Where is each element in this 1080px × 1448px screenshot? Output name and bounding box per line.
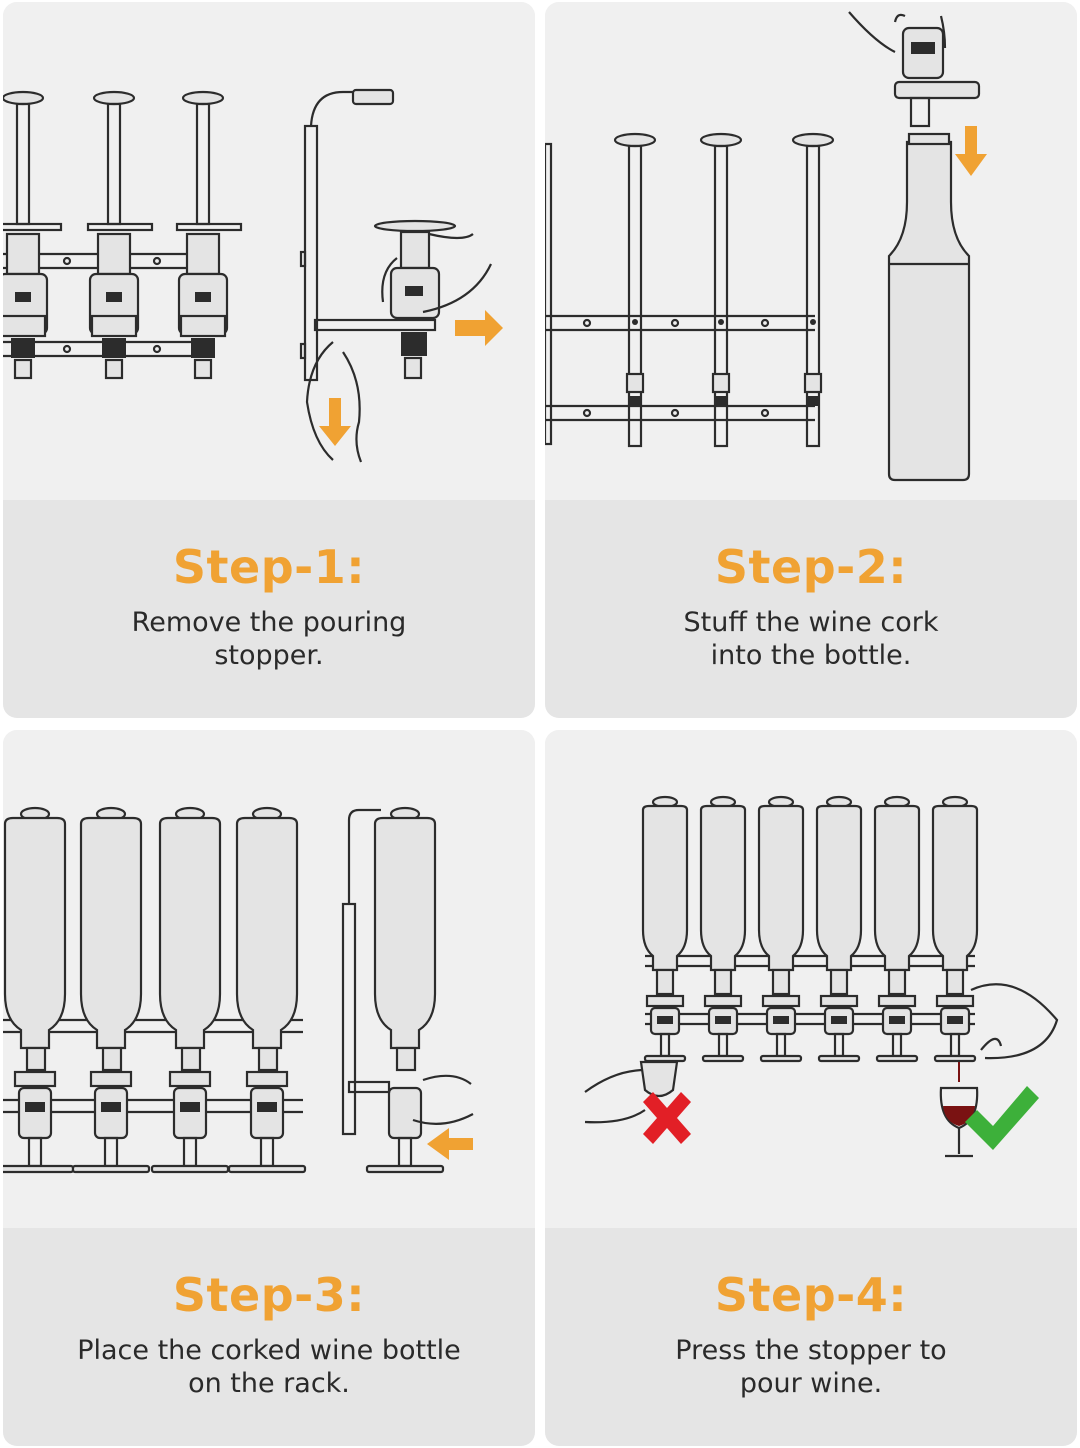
step-description: Stuff the wine cork into the bottle.: [585, 606, 1037, 672]
step-4-caption: Step-4: Press the stopper to pour wine.: [545, 1228, 1077, 1446]
step-description: Remove the pouring stopper.: [43, 606, 495, 672]
step-1-caption: Step-1: Remove the pouring stopper.: [3, 500, 535, 718]
orange-arrow-icon: [955, 126, 987, 176]
orange-arrow-icon: [455, 310, 503, 346]
rack-stopper-removal-drawing: [3, 2, 535, 500]
step-1-card: Step-1: Remove the pouring stopper.: [3, 2, 535, 718]
step-description: Press the stopper to pour wine.: [585, 1334, 1037, 1400]
step-description-line: pour wine.: [585, 1367, 1037, 1400]
step-2-caption: Step-2: Stuff the wine cork into the bot…: [545, 500, 1077, 718]
step-description-line: on the rack.: [43, 1367, 495, 1400]
step-title: Step-4:: [545, 1268, 1077, 1322]
orange-arrow-icon: [427, 1128, 473, 1160]
cork-insertion-drawing: [545, 2, 1077, 500]
step-description-line: Remove the pouring: [43, 606, 495, 639]
step-title: Step-3:: [3, 1268, 535, 1322]
step-2-illustration: [545, 2, 1077, 500]
step-title: Step-1:: [3, 540, 535, 594]
step-description-line: Stuff the wine cork: [585, 606, 1037, 639]
step-description-line: into the bottle.: [585, 639, 1037, 672]
step-3-caption: Step-3: Place the corked wine bottle on …: [3, 1228, 535, 1446]
orange-arrow-icon: [319, 398, 351, 446]
step-description: Place the corked wine bottle on the rack…: [43, 1334, 495, 1400]
pouring-wine-drawing: [545, 730, 1077, 1228]
step-2-card: Step-2: Stuff the wine cork into the bot…: [545, 2, 1077, 718]
step-title: Step-2:: [545, 540, 1077, 594]
step-3-card: Step-3: Place the corked wine bottle on …: [3, 730, 535, 1446]
bottle-placement-drawing: [3, 730, 535, 1228]
step-description-line: Place the corked wine bottle: [43, 1334, 495, 1367]
step-1-illustration: [3, 2, 535, 500]
red-cross-icon: [643, 1092, 691, 1144]
step-4-card: Step-4: Press the stopper to pour wine.: [545, 730, 1077, 1446]
step-3-illustration: [3, 730, 535, 1228]
step-description-line: stopper.: [43, 639, 495, 672]
step-description-line: Press the stopper to: [585, 1334, 1037, 1367]
step-4-illustration: [545, 730, 1077, 1228]
